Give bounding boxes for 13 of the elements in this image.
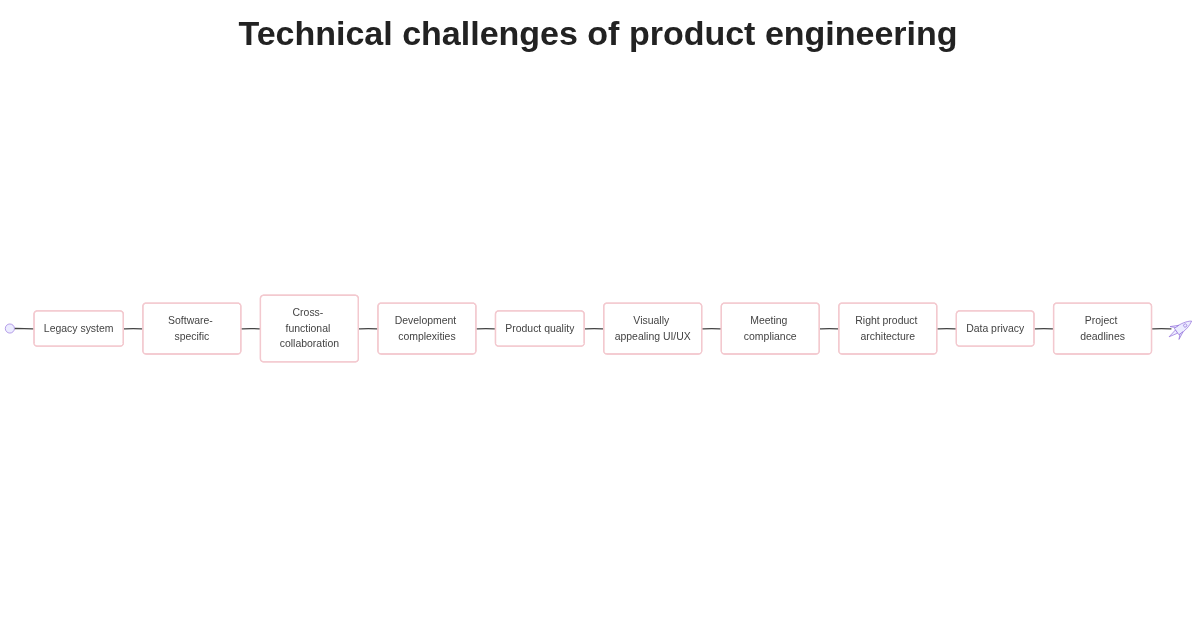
label-box: Meeting compliance xyxy=(720,302,820,356)
connector xyxy=(1151,328,1173,330)
label-box: Legacy system xyxy=(33,310,124,348)
label-box: Right product architecture xyxy=(838,302,938,356)
label-box: Data privacy xyxy=(955,310,1035,348)
label-box: Visually appealing UI/UX xyxy=(603,302,703,356)
label-box: Software- specific xyxy=(142,302,242,356)
label-box: Cross- functional collaboration xyxy=(259,295,359,363)
label-box: Project deadlines xyxy=(1052,302,1153,356)
label-box: Product quality xyxy=(494,310,585,348)
connector xyxy=(13,328,35,330)
label-box: Development complexities xyxy=(377,302,477,356)
diagram-title: Technical challenges of product engineering xyxy=(237,14,959,53)
